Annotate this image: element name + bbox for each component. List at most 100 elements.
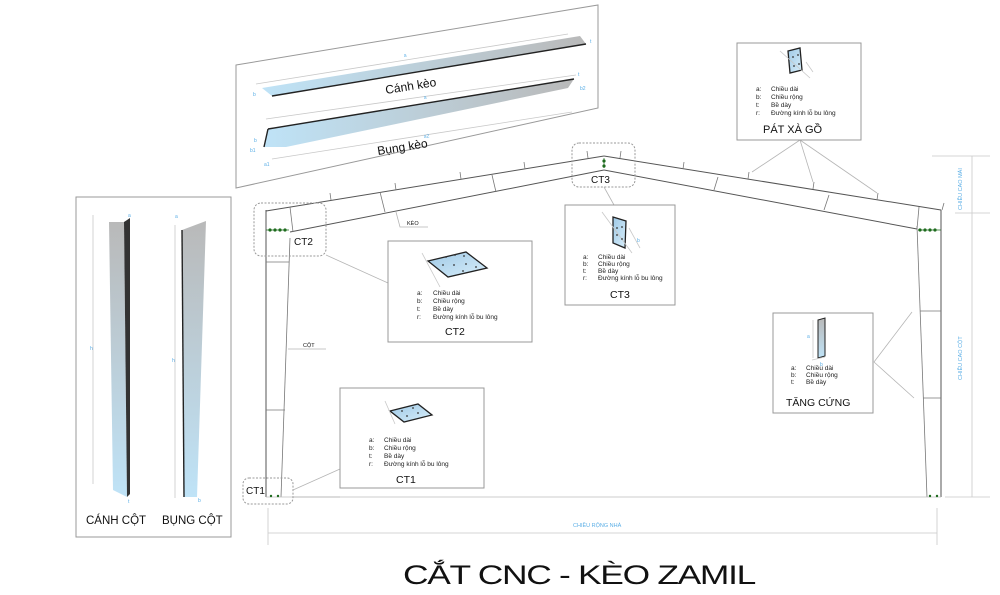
column-flange-t-label: t (128, 499, 130, 505)
callout-ct1[interactable]: CT1 (242, 477, 294, 505)
legend-key: b: (756, 94, 762, 101)
legend-text: Chiều dài (598, 252, 625, 261)
legend-key: b: (583, 261, 589, 268)
detail-ct2: a: Chiều dài b: Chiều rộng t: Bề dày r: … (387, 240, 533, 343)
detail-ct1: a: Chiều dài b: Chiều rộng t: Bề dày r: … (339, 387, 485, 489)
stiffener-b-dim: b (820, 362, 823, 368)
column-flange-a-label: a (128, 213, 131, 219)
column-label: CỘT (303, 342, 315, 349)
detail-title: PÁT XÀ GỒ (763, 123, 823, 136)
height-dimensions: CHIỀU CAO MÁI CHIỀU CAO CỘT (932, 155, 990, 498)
column-web-a-label: a (175, 214, 178, 220)
right-rafter-top (603, 155, 942, 211)
legend-key: a: (583, 254, 589, 261)
detail-purlin-cleat: a: Chiều dài b: Chiều rộng t: Bề dày r: … (736, 42, 862, 141)
rafter-flange-shape (262, 36, 586, 96)
flange-t-label: t (590, 39, 592, 45)
legend-text: Chiều rộng (806, 370, 838, 379)
detail-title: TĂNG CỨNG (786, 396, 850, 409)
legend-text: Chiều dài (806, 363, 833, 372)
stiffener-a-dim: a (807, 334, 810, 340)
callout-ct2[interactable]: CT2 (253, 202, 327, 257)
web-b2-label: b2 (580, 86, 586, 92)
detail-title: CT2 (445, 326, 465, 338)
legend-key: b: (369, 445, 375, 452)
left-rafter-top (265, 155, 605, 212)
detail-ct3: b a: Chiều dài b: Chiều rộng t: Bề dày r… (564, 204, 676, 306)
width-dimension: CHIỀU RỘNG NHÀ (267, 508, 938, 545)
legend-key: r: (417, 314, 421, 321)
purlin-ticks (329, 150, 945, 211)
legend-text: Đường kính lỗ bu lông (771, 108, 836, 117)
legend-text: Bề dày (806, 377, 827, 386)
web-bottom-dim (271, 111, 573, 160)
column-web-h-label: h (172, 358, 175, 364)
legend-text: Bề dày (598, 266, 619, 275)
web-a-label: a (423, 95, 427, 101)
detail-title: CT3 (610, 289, 630, 301)
legend-key: a: (369, 437, 375, 444)
web-t-label: t (578, 72, 580, 78)
legend-text: Đường kính lỗ bu lông (598, 273, 663, 282)
width-label: CHIỀU RỘNG NHÀ (573, 522, 622, 529)
ct3-b-dim: b (637, 238, 640, 244)
callout-ct3-label: CT3 (591, 175, 610, 186)
legend-text: Chiều rộng (598, 259, 630, 268)
flange-length-label: a (403, 53, 407, 59)
column-flange-thickness (124, 218, 130, 497)
legend-text: Bề dày (384, 451, 405, 460)
web-b1-label: b1 (250, 148, 256, 154)
flange-b-label: b (253, 92, 256, 98)
callout-ct3[interactable]: CT3 (571, 142, 636, 188)
page-title: CẮT CNC - KÈO ZAMIL (403, 559, 756, 590)
legend-key: a: (756, 86, 762, 93)
legend-text: Bề dày (433, 304, 454, 313)
column-flange-shape (109, 222, 127, 497)
legend-text: Bề dày (771, 100, 792, 109)
legend-text: Chiều rộng (433, 296, 465, 305)
legend-key: r: (583, 275, 587, 282)
legend-key: a: (417, 290, 423, 297)
web-b-label: b (254, 138, 257, 144)
legend-text: Chiều rộng (384, 443, 416, 452)
column-height-label: CHIỀU CAO CỘT (957, 336, 964, 380)
legend-key: b: (417, 298, 423, 305)
legend-key: a: (791, 365, 797, 372)
legend-key: t: (369, 453, 373, 460)
column-flange-label: CÁNH CỘT (86, 514, 146, 527)
rafter-panel: a t b Cánh kèo a t b2 b b1 a2 a1 Bụng kè… (235, 4, 599, 189)
legend-key: t: (756, 102, 760, 109)
column-h-label: h (90, 346, 93, 352)
rafter-web-shape (264, 79, 574, 147)
column-web-shape (182, 221, 206, 497)
detail-stiffener: a b a: Chiều dài b: Chiều rộng t: Bề dày… (772, 312, 874, 414)
legend-text: Đường kính lỗ bu lông (384, 459, 449, 468)
web-top-dim (265, 74, 577, 120)
rafter-panel-frame (235, 4, 599, 189)
column-web-b-label: b (198, 498, 201, 504)
portal-frame: KÈO CỘT (265, 150, 945, 498)
column-panel: h a t CÁNH CỘT h a b BỤNG CỘT (75, 196, 232, 538)
legend-key: t: (417, 306, 421, 313)
legend-text: Chiều rộng (771, 92, 803, 101)
legend-text: Chiều dài (771, 84, 798, 93)
left-rafter-bottom (289, 169, 605, 233)
rafter-flange-edge (271, 43, 587, 97)
column-web-label: BỤNG CỘT (162, 514, 223, 527)
legend-text: Chiều dài (384, 435, 411, 444)
right-rafter-bottom (603, 169, 918, 230)
legend-key: t: (791, 379, 795, 386)
rafter-label: KÈO (407, 220, 419, 227)
right-column-inner (916, 225, 928, 498)
legend-text: Chiều dài (433, 288, 460, 297)
legend-text: Đường kính lỗ bu lông (433, 312, 498, 321)
web-a1-label: a1 (264, 162, 270, 168)
legend-key: r: (369, 461, 373, 468)
legend-key: t: (583, 268, 587, 275)
left-column-inner (280, 237, 291, 498)
detail-title: CT1 (396, 474, 416, 486)
legend-key: b: (791, 372, 797, 379)
legend-key: r: (756, 110, 760, 117)
column-panel-frame (75, 196, 232, 538)
